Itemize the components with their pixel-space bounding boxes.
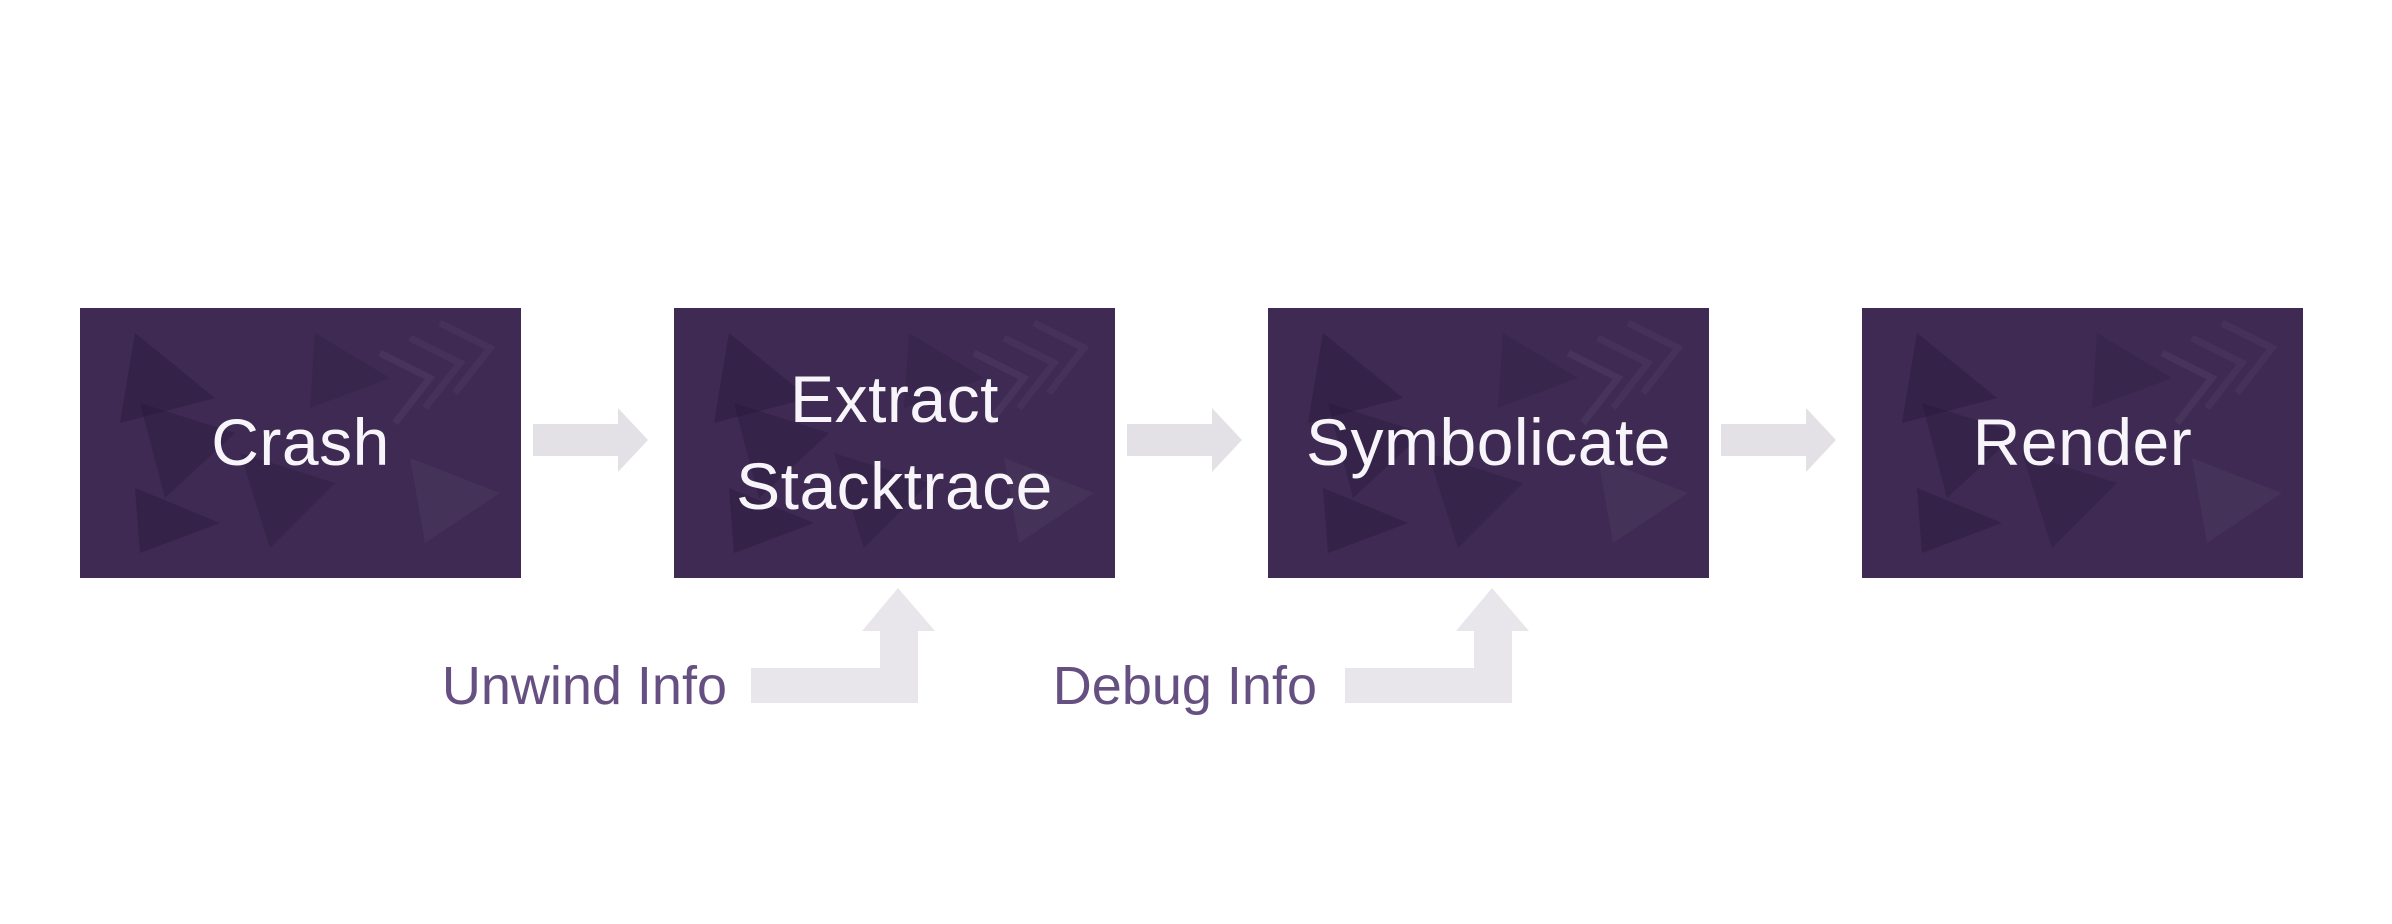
flow-node-render: Render	[1862, 308, 2303, 578]
flow-node-crash: Crash	[80, 308, 521, 578]
flow-node-extract-stacktrace: Extract Stacktrace	[674, 308, 1115, 578]
input-label-unwind-info: Unwind Info	[441, 656, 727, 716]
input-label-debug-info: Debug Info	[1052, 656, 1317, 716]
arrow-right-icon	[533, 408, 648, 472]
flow-node-label: Crash	[211, 405, 390, 480]
arrow-right-icon	[1721, 408, 1836, 472]
arrow-right-icon	[1127, 408, 1242, 472]
flow-node-label: Extract Stacktrace	[736, 361, 1053, 523]
flow-node-label: Symbolicate	[1306, 405, 1671, 480]
bent-up-arrow-icon	[751, 588, 935, 703]
bent-up-arrow-icon	[1345, 588, 1529, 703]
flow-node-label: Render	[1972, 405, 2193, 480]
flow-node-symbolicate: Symbolicate	[1268, 308, 1709, 578]
